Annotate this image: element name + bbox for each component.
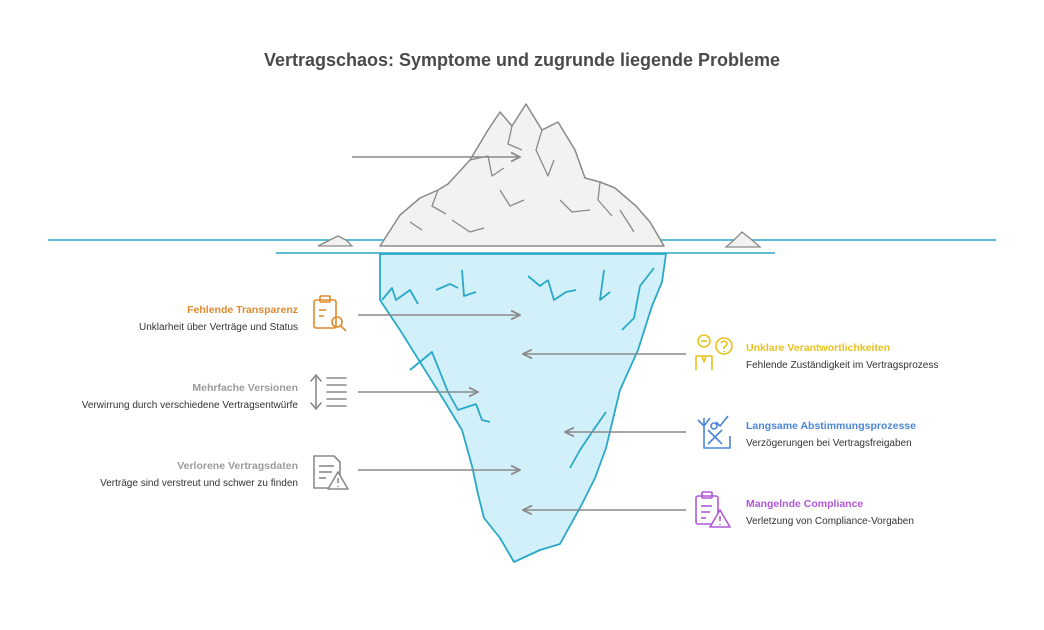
label-verlorene-vertragsdaten: Verlorene Vertragsdaten Verträge sind ve… — [100, 460, 298, 489]
heading: Mangelnde Compliance — [746, 498, 864, 510]
description: Verzögerungen bei Vertragsfreigaben — [746, 438, 912, 449]
iceberg-tip-cracks — [409, 125, 635, 233]
label-langsame-abstimmungsprozesse: Langsame Abstimmungsprozesse Verzögerung… — [746, 420, 916, 449]
description: Unklarheit über Verträge und Status — [139, 322, 298, 333]
heading: Verlorene Vertragsdaten — [177, 460, 298, 472]
label-fehlende-transparenz: Fehlende Transparenz Unklarheit über Ver… — [139, 304, 298, 333]
heading: Mehrfache Versionen — [192, 382, 298, 394]
iceberg-underwater-cracks — [381, 267, 655, 469]
checklist-tools-icon — [697, 415, 731, 449]
label-mehrfache-versionen: Mehrfache Versionen Verwirrung durch ver… — [82, 382, 298, 411]
label-mangelnde-compliance: Mangelnde Compliance Verletzung von Comp… — [746, 498, 914, 527]
person-question-icon — [695, 334, 733, 370]
iceberg-tip — [379, 103, 665, 247]
iceberg-underwater — [379, 253, 667, 563]
heading: Unklare Verantwortlichkeiten — [746, 342, 891, 354]
page-title: Vertragschaos: Symptome und zugrunde lie… — [263, 50, 781, 70]
arrows — [352, 157, 686, 510]
sort-list-icon — [310, 373, 347, 411]
heading: Fehlende Transparenz — [187, 304, 298, 316]
description: Verträge sind verstreut und schwer zu fi… — [100, 478, 298, 489]
description: Verwirrung durch verschiedene Vertragsen… — [81, 400, 298, 411]
ice-floe-left — [317, 235, 354, 247]
clipboard-warning-icon — [695, 491, 731, 528]
clipboard-search-icon — [313, 295, 347, 332]
document-warning-icon — [313, 455, 349, 490]
heading: Langsame Abstimmungsprozesse — [746, 420, 916, 432]
description: Verletzung von Compliance-Vorgaben — [746, 516, 914, 527]
description: Fehlende Zuständigkeit im Vertragsprozes… — [746, 360, 939, 371]
label-unklare-verantwortlichkeiten: Unklare Verantwortlichkeiten Fehlende Zu… — [746, 342, 938, 371]
ice-floe-right — [724, 231, 762, 248]
